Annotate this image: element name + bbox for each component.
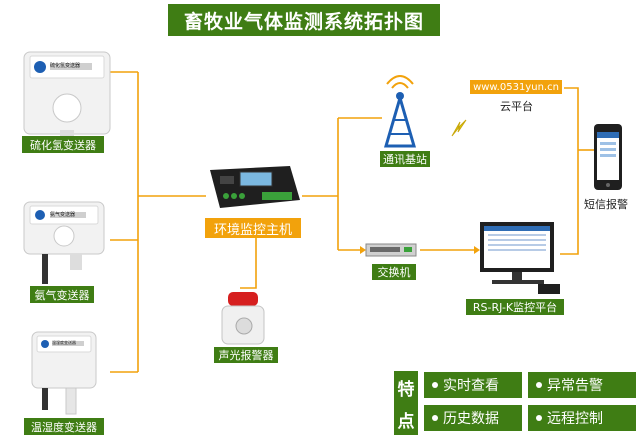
h2s-device-tag: 硫化氢变送器 xyxy=(50,63,81,69)
monitor-image xyxy=(480,222,560,294)
feature-label: 历史数据 xyxy=(443,411,499,427)
alarm-label: 声光报警器 xyxy=(214,347,278,363)
bullet-icon xyxy=(432,415,438,421)
sms-label: 短信报警 xyxy=(584,198,628,211)
feature-item-alarm: 异常告警 xyxy=(528,372,636,398)
th-device-tag: 温湿度变送器 xyxy=(52,340,76,345)
feature-label: 异常告警 xyxy=(547,378,603,394)
h2s-transmitter-label: 硫化氢变送器 xyxy=(22,136,104,153)
feature-label: 实时查看 xyxy=(443,378,499,394)
line-cloud-sms xyxy=(560,87,579,255)
features-panel: 特 点 实时查看 异常告警 历史数据 远程控制 xyxy=(394,371,636,435)
line-host-alarm xyxy=(240,236,257,289)
host-label: 环境监控主机 xyxy=(205,218,301,238)
connection-lines xyxy=(110,71,594,373)
h2s-transmitter-image xyxy=(23,51,111,140)
platform-label: RS-RJ-K监控平台 xyxy=(466,299,564,315)
cloud-url: www.0531yun.cn xyxy=(470,80,562,94)
alarm-image xyxy=(221,292,265,345)
nh3-transmitter-image xyxy=(23,201,105,284)
features-heading-char: 点 xyxy=(397,411,415,432)
phone-image xyxy=(594,124,622,190)
bullet-icon xyxy=(432,382,438,388)
base-station-label: 通讯基站 xyxy=(380,151,430,167)
nh3-device-tag: 氨气变送器 xyxy=(50,212,76,218)
th-transmitter-label: 温湿度变送器 xyxy=(24,418,104,435)
feature-item-remote: 远程控制 xyxy=(528,405,636,431)
feature-item-realtime: 实时查看 xyxy=(424,372,522,398)
bullet-icon xyxy=(536,415,542,421)
wireless-signal-icon xyxy=(451,119,467,137)
nh3-transmitter-label: 氨气变送器 xyxy=(30,286,94,303)
switch-label: 交换机 xyxy=(372,264,416,280)
th-transmitter-image xyxy=(31,331,97,415)
features-heading-char: 特 xyxy=(397,379,415,400)
switch-image xyxy=(365,243,417,257)
host-image xyxy=(210,166,300,208)
arrow-to-pc xyxy=(474,246,480,254)
arrow-to-switch xyxy=(360,246,366,254)
cloud-label: 云平台 xyxy=(500,100,533,113)
base-station-image xyxy=(384,75,416,148)
bullet-icon xyxy=(536,382,542,388)
features-heading: 特 点 xyxy=(394,371,418,435)
page-title: 畜牧业气体监测系统拓扑图 xyxy=(168,4,440,36)
feature-item-history: 历史数据 xyxy=(424,405,522,431)
feature-label: 远程控制 xyxy=(547,411,603,427)
